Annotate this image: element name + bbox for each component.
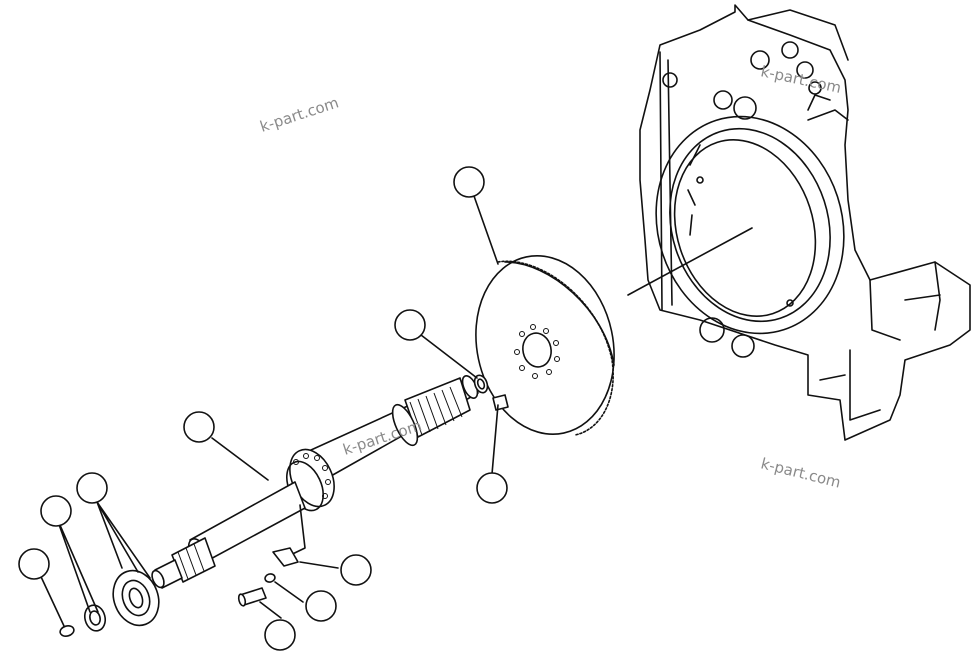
callout-balloon <box>183 411 215 443</box>
callout-balloon <box>305 590 337 622</box>
transmission-housing <box>627 4 971 441</box>
callout-balloon <box>453 166 485 198</box>
callout-balloon <box>76 472 108 504</box>
callout-balloons <box>18 166 508 651</box>
small-parts <box>59 374 509 637</box>
watermark-text: k-part.com <box>258 93 341 135</box>
leader-lines <box>35 195 499 627</box>
callout-balloon <box>340 554 372 586</box>
callout-balloon <box>18 548 50 580</box>
callout-balloon <box>394 309 426 341</box>
callout-balloon <box>264 619 296 651</box>
callout-balloon <box>40 495 72 527</box>
input-shaft <box>151 375 479 589</box>
flywheel-disc <box>475 255 615 436</box>
watermark-text: k-part.com <box>759 454 843 491</box>
callout-balloon <box>476 472 508 504</box>
watermark-text: k-part.com <box>759 62 843 97</box>
